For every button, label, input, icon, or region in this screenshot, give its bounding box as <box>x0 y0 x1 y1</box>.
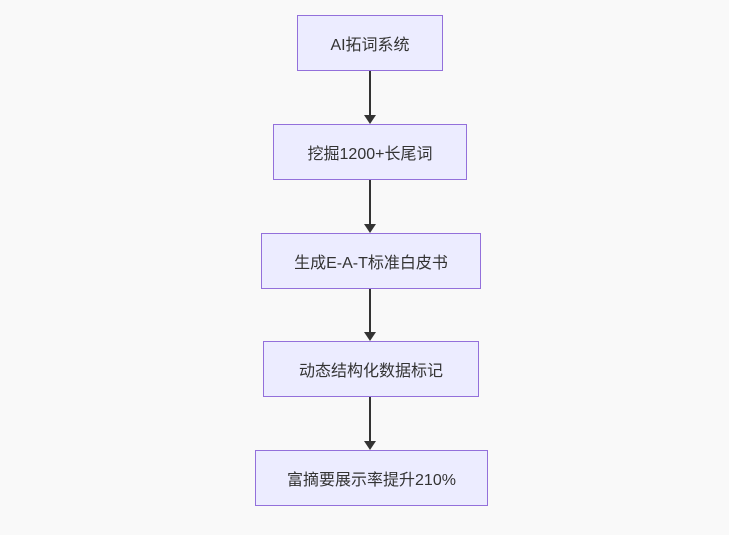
arrow-down-icon <box>364 332 376 341</box>
node-label: 富摘要展示率提升210% <box>287 472 456 489</box>
flow-node-eat-whitepaper: 生成E-A-T标准白皮书 <box>261 233 481 289</box>
node-label: 生成E-A-T标准白皮书 <box>294 255 448 272</box>
edge-line <box>369 71 371 115</box>
arrow-down-icon <box>364 441 376 450</box>
node-label: 挖掘1200+长尾词 <box>307 146 433 163</box>
flow-node-structured-data-markup: 动态结构化数据标记 <box>263 341 479 397</box>
edge-arrow-4 <box>363 397 377 450</box>
edge-arrow-1 <box>363 71 377 124</box>
edge-arrow-3 <box>363 289 377 341</box>
arrow-down-icon <box>364 224 376 233</box>
edge-line <box>369 289 371 332</box>
flow-node-ai-word-expansion-system: AI拓词系统 <box>297 15 443 71</box>
arrow-down-icon <box>364 115 376 124</box>
flow-node-rich-snippet-rate: 富摘要展示率提升210% <box>255 450 488 506</box>
edge-line <box>369 397 371 441</box>
edge-arrow-2 <box>363 180 377 233</box>
edge-line <box>369 180 371 224</box>
node-label: 动态结构化数据标记 <box>298 363 443 380</box>
node-label: AI拓词系统 <box>330 37 410 54</box>
flow-node-longtail-keywords: 挖掘1200+长尾词 <box>273 124 467 180</box>
